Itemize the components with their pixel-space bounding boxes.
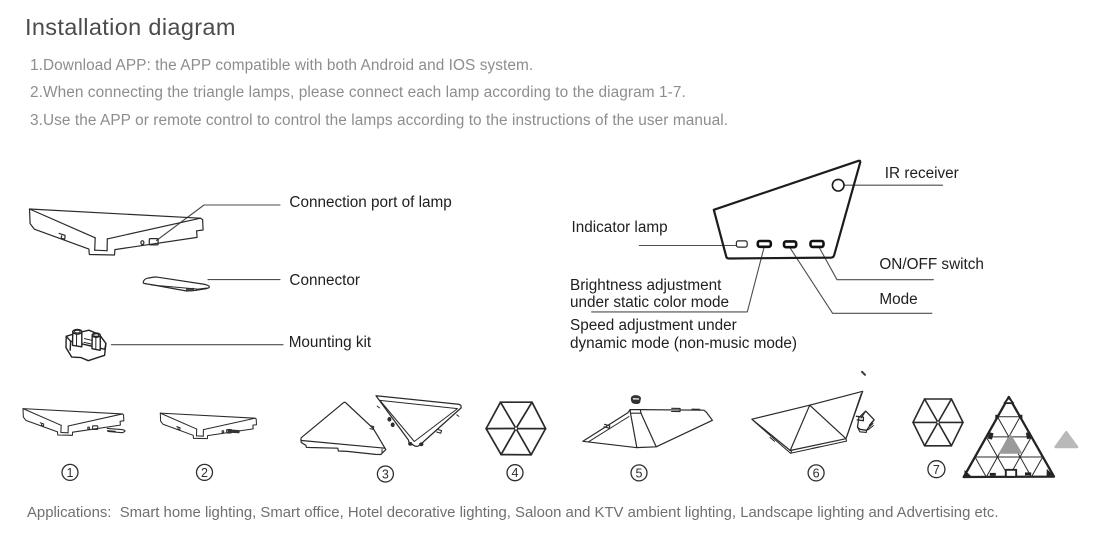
svg-text:1: 1 (67, 466, 74, 480)
svg-text:3: 3 (382, 468, 389, 482)
svg-text:4: 4 (512, 466, 519, 480)
svg-text:7: 7 (933, 463, 940, 477)
svg-text:6: 6 (813, 466, 820, 480)
svg-text:5: 5 (636, 466, 643, 480)
svg-text:2: 2 (201, 466, 208, 480)
